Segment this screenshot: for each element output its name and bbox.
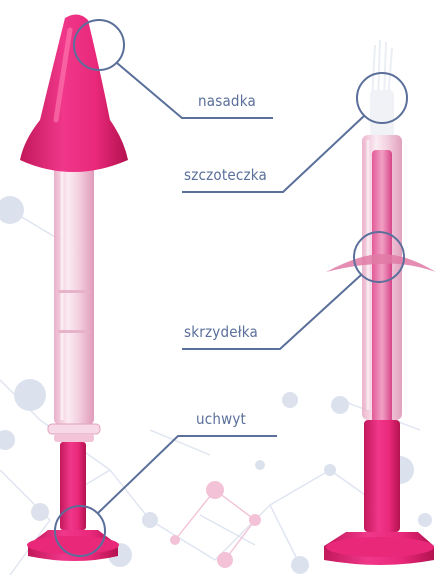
callout-line-handle xyxy=(98,436,277,513)
label-wings: skrzydełka xyxy=(184,323,258,341)
left-applicator xyxy=(20,14,128,561)
label-handle: uchwyt xyxy=(196,410,246,428)
right-applicator xyxy=(324,40,435,565)
label-tip: nasadka xyxy=(198,92,256,110)
label-brush: szczoteczka xyxy=(184,166,267,184)
